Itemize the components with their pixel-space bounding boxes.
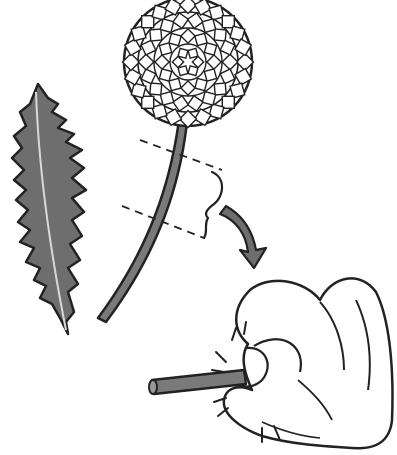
flower-petal	[169, 78, 181, 90]
flower-petal	[230, 26, 245, 41]
flower-petal	[222, 16, 234, 28]
flower-petal	[150, 29, 162, 41]
flower-petal	[142, 96, 154, 108]
flower-petal	[202, 19, 215, 32]
flower-petal	[222, 96, 234, 108]
flower-petal	[150, 83, 162, 95]
dandelion-stem-icon	[98, 112, 188, 322]
flower-petal	[160, 92, 173, 105]
flower-petal	[214, 83, 226, 95]
flower-petal	[131, 83, 146, 98]
flower-petal	[195, 78, 207, 90]
flower-petal	[159, 43, 171, 55]
curved-arrow-icon	[220, 206, 266, 268]
flower-petal	[160, 19, 173, 32]
hand-pinching-icon	[224, 278, 393, 448]
dandelion-leaf-icon	[12, 84, 86, 334]
flower-petal	[209, 104, 224, 119]
dandelion-flower-icon	[123, 0, 254, 127]
bracket-icon	[204, 172, 222, 238]
flower-petal	[204, 43, 216, 55]
flower-petal	[152, 5, 167, 20]
flower-petal	[178, 48, 188, 58]
flower-petal	[204, 69, 216, 81]
flower-petal	[188, 66, 198, 76]
flower-petal	[142, 16, 154, 28]
flower-petal	[159, 69, 171, 81]
flower-petal	[178, 66, 188, 76]
flower-petal	[169, 33, 181, 45]
flower-petal	[188, 48, 198, 58]
flower-petal	[195, 33, 207, 45]
flower-petal	[214, 29, 226, 41]
flower-petal	[202, 92, 215, 105]
